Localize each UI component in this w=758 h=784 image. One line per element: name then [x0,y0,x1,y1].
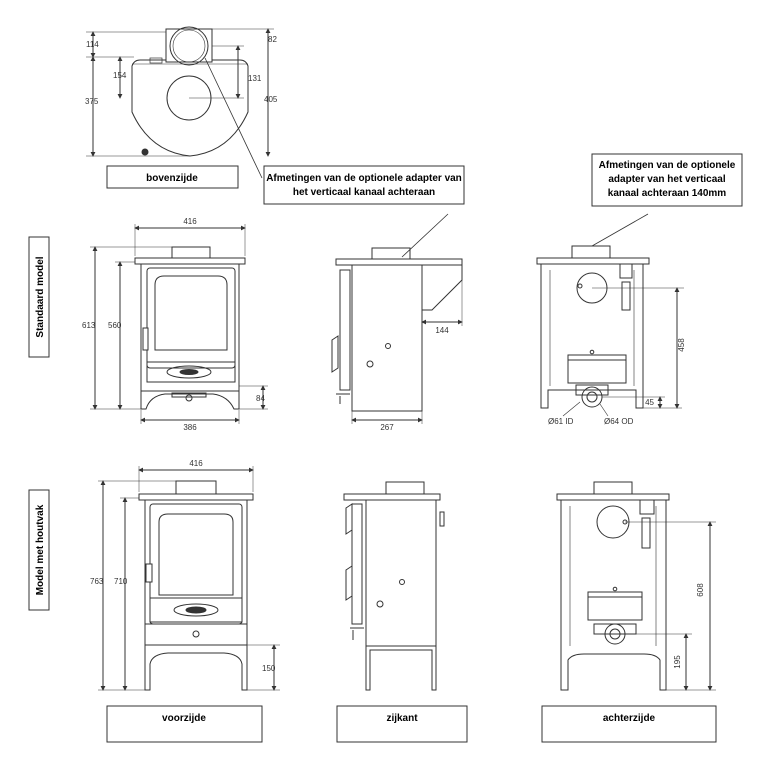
dim-std-front-width: 416 [183,217,197,226]
dim-std-back-id: Ø61 ID [548,417,574,426]
note-left-line-2: het verticaal kanaal achteraan [293,187,435,198]
dim-log-back-low: 195 [673,655,682,669]
note-right-line-2: adapter van het verticaal [608,174,725,185]
dim-std-front-base: 386 [183,423,197,432]
standard-back-view [536,213,684,417]
row-label-standard: Standaard model [35,256,46,337]
note-right-line-3: kanaal achteraan 140mm [608,188,727,199]
logstore-front-view [98,466,280,691]
log-back-flue-outlet [596,505,630,539]
note-left-line-1: Afmetingen van de optionele adapter van [266,173,462,184]
label-voorzijde: voorzijde [162,713,206,724]
top-flue-ring [169,26,209,66]
dim-std-side-adapter: 144 [435,326,449,335]
standard-front-door [146,267,236,369]
dim-std-back-outlet: 458 [677,338,686,352]
logstore-side-view [343,481,445,691]
dim-std-front-leg: 84 [256,394,265,403]
dim-log-front-width: 416 [189,459,203,468]
dim-std-front-height-total: 613 [82,321,96,330]
dim-log-front-leg: 150 [262,664,276,673]
dim-top-405: 405 [264,95,278,104]
dim-top-375: 375 [85,97,99,106]
logstore-back-view [556,481,716,691]
dim-std-back-low: 45 [645,398,654,407]
dim-std-front-height-body: 560 [108,321,122,330]
dim-log-front-height-body: 710 [114,577,128,586]
dim-top-114: 114 [86,40,99,49]
top-view-body [131,59,249,157]
note-right-box [591,153,743,207]
top-view [86,26,274,179]
logstore-front-door [149,503,243,625]
label-bovenzijde: bovenzijde [146,173,198,184]
dim-top-154: 154 [113,71,127,80]
row-label-logstore: Model met houtvak [35,504,46,595]
standard-side-view [331,213,463,424]
dim-log-front-height-total: 763 [90,577,104,586]
std-side-adapter [422,264,463,311]
dim-top-82: 82 [268,35,277,44]
dim-log-back-outlet: 608 [696,583,705,597]
label-achterzijde: achterzijde [603,713,656,724]
note-right-line-1: Afmetingen van de optionele [599,160,736,171]
standard-front-view [90,224,268,424]
dim-std-side-depth: 267 [380,423,394,432]
dim-top-131: 131 [248,74,262,83]
note-left-box [263,165,465,205]
dim-std-back-od: Ø64 OD [604,417,634,426]
label-zijkant: zijkant [386,713,418,724]
